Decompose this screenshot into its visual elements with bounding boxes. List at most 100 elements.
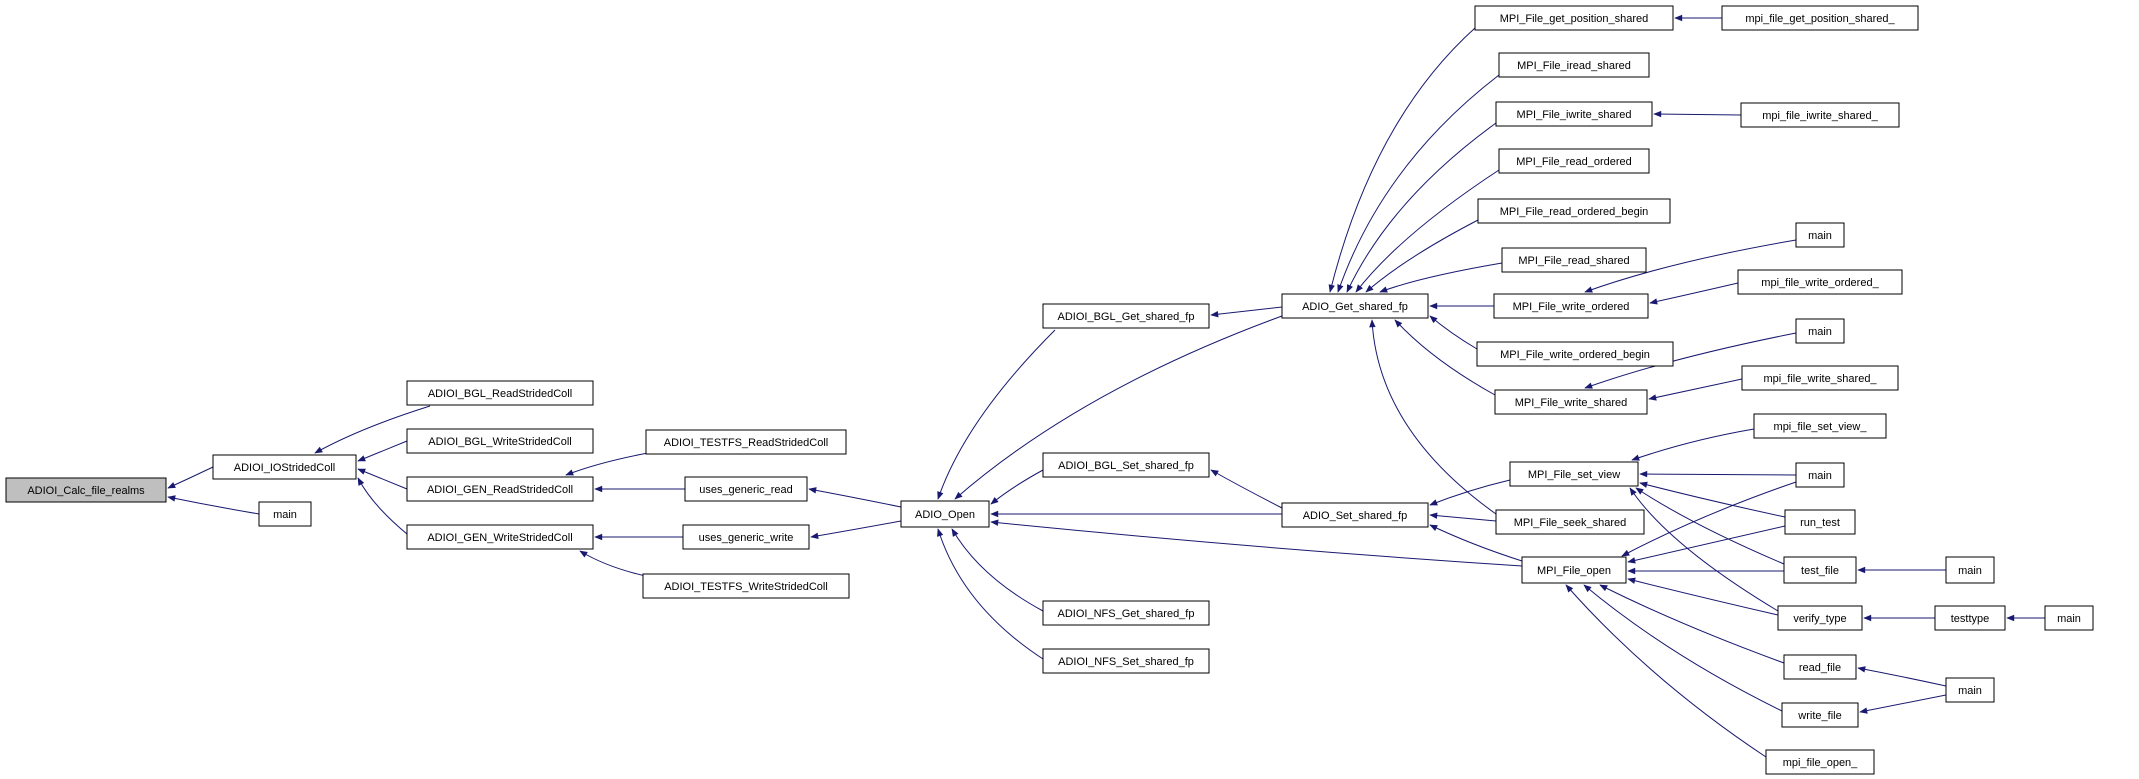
graph-node-main7[interactable]: main [2044, 605, 2094, 631]
graph-node-testfs_write[interactable]: ADIOI_TESTFS_WriteStridedColl [642, 573, 850, 599]
graph-node-set_fp[interactable]: ADIO_Set_shared_fp [1281, 502, 1429, 528]
node-box-nfs_get[interactable] [1042, 600, 1210, 626]
node-box-c_getpos[interactable] [1721, 5, 1919, 31]
node-box-bgl_get[interactable] [1042, 303, 1210, 329]
graph-node-f_getpos[interactable]: MPI_File_get_position_shared [1474, 5, 1674, 31]
node-box-f_iread[interactable] [1498, 52, 1650, 78]
graph-node-get_fp[interactable]: ADIO_Get_shared_fp [1281, 293, 1429, 319]
node-box-c_wsh[interactable] [1741, 365, 1899, 391]
graph-node-c_wsh[interactable]: mpi_file_write_shared_ [1741, 365, 1899, 391]
node-box-f_open[interactable] [1521, 556, 1627, 584]
node-box-f_setview[interactable] [1509, 461, 1639, 487]
graph-node-f_open[interactable]: MPI_File_open [1521, 556, 1627, 584]
graph-node-c_getpos[interactable]: mpi_file_get_position_shared_ [1721, 5, 1919, 31]
graph-node-bgl_get[interactable]: ADIOI_BGL_Get_shared_fp [1042, 303, 1210, 329]
graph-node-test_file[interactable]: test_file [1783, 556, 1857, 584]
node-box-c_word[interactable] [1737, 269, 1903, 295]
graph-node-f_rord[interactable]: MPI_File_read_ordered [1498, 148, 1650, 174]
call-edge-write_file-to-f_open [1583, 584, 1783, 712]
node-box-ugw[interactable] [682, 524, 810, 550]
graph-node-c_word[interactable]: mpi_file_write_ordered_ [1737, 269, 1903, 295]
node-box-main1[interactable] [258, 501, 312, 527]
graph-node-bgl_read[interactable]: ADIOI_BGL_ReadStridedColl [406, 380, 594, 406]
node-box-main5[interactable] [1945, 556, 1995, 584]
node-box-c_iwrite[interactable] [1740, 102, 1900, 128]
graph-node-f_rsh[interactable]: MPI_File_read_shared [1501, 247, 1647, 273]
graph-node-f_iread[interactable]: MPI_File_iread_shared [1498, 52, 1650, 78]
node-box-main2[interactable] [1795, 222, 1845, 248]
node-box-f_wsh[interactable] [1494, 389, 1648, 415]
node-box-testtype[interactable] [1934, 605, 2006, 631]
node-box-f_rsh[interactable] [1501, 247, 1647, 273]
graph-node-adio_open[interactable]: ADIO_Open [900, 500, 990, 528]
node-box-main7[interactable] [2044, 605, 2094, 631]
node-box-gen_write[interactable] [406, 524, 594, 550]
node-box-ugr[interactable] [684, 476, 808, 502]
node-box-write_file[interactable] [1781, 702, 1859, 728]
node-box-f_getpos[interactable] [1474, 5, 1674, 31]
graph-node-gen_write[interactable]: ADIOI_GEN_WriteStridedColl [406, 524, 594, 550]
graph-node-bgl_set[interactable]: ADIOI_BGL_Set_shared_fp [1042, 452, 1210, 478]
call-edge-testfs_write-to-gen_write [579, 550, 651, 578]
node-box-f_iwrite[interactable] [1495, 101, 1653, 127]
graph-node-write_file[interactable]: write_file [1781, 702, 1859, 728]
graph-node-nfs_set[interactable]: ADIOI_NFS_Set_shared_fp [1042, 648, 1210, 674]
node-box-main6[interactable] [1945, 677, 1995, 703]
node-box-calc[interactable] [5, 477, 167, 503]
graph-node-ugw[interactable]: uses_generic_write [682, 524, 810, 550]
node-box-get_fp[interactable] [1281, 293, 1429, 319]
graph-node-f_seek[interactable]: MPI_File_seek_shared [1495, 509, 1645, 535]
graph-node-nfs_get[interactable]: ADIOI_NFS_Get_shared_fp [1042, 600, 1210, 626]
graph-node-run_test[interactable]: run_test [1784, 509, 1856, 535]
node-box-nfs_set[interactable] [1042, 648, 1210, 674]
node-box-run_test[interactable] [1784, 509, 1856, 535]
graph-node-main2[interactable]: main [1795, 222, 1845, 248]
graph-node-f_word[interactable]: MPI_File_write_ordered [1493, 293, 1649, 319]
node-box-testfs_read[interactable] [645, 429, 847, 455]
graph-node-main4[interactable]: main [1795, 462, 1845, 488]
graph-node-ugr[interactable]: uses_generic_read [684, 476, 808, 502]
node-box-main4[interactable] [1795, 462, 1845, 488]
graph-node-testtype[interactable]: testtype [1934, 605, 2006, 631]
graph-node-gen_read[interactable]: ADIOI_GEN_ReadStridedColl [406, 476, 594, 502]
graph-node-main1[interactable]: main [258, 501, 312, 527]
node-box-main3[interactable] [1795, 318, 1845, 344]
call-edge-set_fp-to-bgl_set [1210, 469, 1283, 509]
graph-node-f_setview[interactable]: MPI_File_set_view [1509, 461, 1639, 487]
graph-node-f_wordb[interactable]: MPI_File_write_ordered_begin [1476, 341, 1674, 367]
node-box-gen_read[interactable] [406, 476, 594, 502]
node-box-f_seek[interactable] [1495, 509, 1645, 535]
graph-node-verify_type[interactable]: verify_type [1777, 605, 1863, 631]
graph-node-main6[interactable]: main [1945, 677, 1995, 703]
node-box-f_rordb[interactable] [1477, 198, 1671, 224]
node-box-bgl_set[interactable] [1042, 452, 1210, 478]
graph-node-iostrided[interactable]: ADIOI_IOStridedColl [212, 454, 357, 480]
node-box-testfs_write[interactable] [642, 573, 850, 599]
graph-node-bgl_write[interactable]: ADIOI_BGL_WriteStridedColl [406, 428, 594, 454]
node-box-f_wordb[interactable] [1476, 341, 1674, 367]
node-box-test_file[interactable] [1783, 556, 1857, 584]
graph-node-testfs_read[interactable]: ADIOI_TESTFS_ReadStridedColl [645, 429, 847, 455]
graph-node-main3[interactable]: main [1795, 318, 1845, 344]
node-box-bgl_write[interactable] [406, 428, 594, 454]
graph-node-main5[interactable]: main [1945, 556, 1995, 584]
graph-node-calc[interactable]: ADIOI_Calc_file_realms [5, 477, 167, 503]
node-box-f_word[interactable] [1493, 293, 1649, 319]
node-box-c_open[interactable] [1765, 749, 1875, 775]
graph-node-f_rordb[interactable]: MPI_File_read_ordered_begin [1477, 198, 1671, 224]
node-label-f_open: MPI_File_open [1537, 565, 1611, 577]
node-box-set_fp[interactable] [1281, 502, 1429, 528]
node-box-iostrided[interactable] [212, 454, 357, 480]
graph-node-c_iwrite[interactable]: mpi_file_iwrite_shared_ [1740, 102, 1900, 128]
node-box-verify_type[interactable] [1777, 605, 1863, 631]
graph-node-read_file[interactable]: read_file [1783, 654, 1857, 680]
node-box-adio_open[interactable] [900, 500, 990, 528]
node-box-c_setview[interactable] [1753, 413, 1887, 439]
node-box-bgl_read[interactable] [406, 380, 594, 406]
node-box-read_file[interactable] [1783, 654, 1857, 680]
graph-node-c_open[interactable]: mpi_file_open_ [1765, 749, 1875, 775]
graph-node-c_setview[interactable]: mpi_file_set_view_ [1753, 413, 1887, 439]
graph-node-f_wsh[interactable]: MPI_File_write_shared [1494, 389, 1648, 415]
node-box-f_rord[interactable] [1498, 148, 1650, 174]
graph-node-f_iwrite[interactable]: MPI_File_iwrite_shared [1495, 101, 1653, 127]
